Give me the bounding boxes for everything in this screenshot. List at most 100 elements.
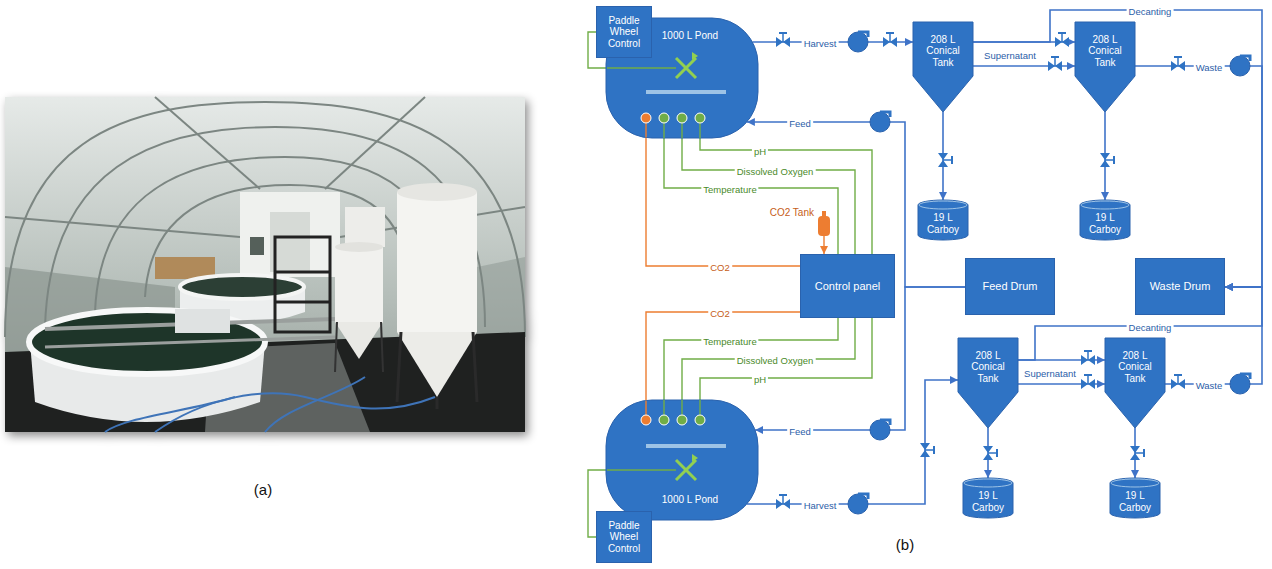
text-area: 208 L Conical Tank bbox=[960, 344, 1016, 390]
line-label-box: CO2 bbox=[708, 258, 732, 274]
paddle-wheel-symbol bbox=[676, 454, 698, 480]
signal-line bbox=[588, 470, 606, 537]
conical-tank-photo bbox=[345, 207, 385, 247]
paddle-signal bbox=[607, 67, 676, 68]
carboy-rim bbox=[919, 201, 967, 209]
conical-tank: 208 L Conical Tank bbox=[958, 338, 1018, 428]
panel-label: (a) bbox=[254, 481, 272, 498]
valves bbox=[776, 33, 1185, 509]
valve-symbol bbox=[1081, 375, 1095, 389]
line-label: Temperature bbox=[701, 184, 758, 196]
front-pond-tub bbox=[29, 309, 335, 422]
control-box-outline bbox=[596, 511, 652, 563]
box-outline bbox=[966, 259, 1055, 315]
line-label: Dissolved Oxygen bbox=[735, 166, 816, 178]
carboy-rim bbox=[1111, 479, 1159, 487]
valve-symbol bbox=[983, 446, 997, 460]
sensor-probe bbox=[641, 113, 651, 123]
paddle-wheel-symbol bbox=[676, 52, 698, 78]
panel-label-box: (a) bbox=[254, 481, 272, 499]
node-text: 19 L Carboy bbox=[919, 212, 967, 235]
hoses bbox=[105, 397, 235, 432]
node-text: 1000 L Pond bbox=[650, 494, 730, 506]
conical-tank-outline bbox=[1105, 338, 1165, 428]
cylinder-neck bbox=[822, 211, 826, 216]
carboy: 19 L Carboy bbox=[1080, 200, 1130, 240]
valve-symbol bbox=[920, 443, 934, 457]
text-area: 19 L Carboy bbox=[1111, 487, 1159, 516]
node-text: Paddle Wheel Control bbox=[598, 520, 650, 555]
carboy: 19 L Carboy bbox=[918, 200, 968, 240]
conical-tank-photo bbox=[397, 183, 477, 201]
text-area: 1000 L Pond bbox=[650, 492, 730, 508]
carboy: 19 L Carboy bbox=[963, 478, 1013, 518]
carboy: 19 L Carboy bbox=[1110, 478, 1160, 518]
pond: 1000 L Pond bbox=[606, 18, 758, 138]
pumps bbox=[848, 32, 1250, 514]
line-label: CO2 bbox=[708, 262, 732, 274]
pond: 1000 L Pond bbox=[606, 400, 758, 520]
panel-label: (b) bbox=[896, 536, 914, 553]
conical-tank-photo bbox=[397, 332, 401, 402]
node-text: 1000 L Pond bbox=[650, 30, 730, 42]
tank-outline bbox=[958, 338, 1018, 428]
node-text: 19 L Carboy bbox=[964, 490, 1012, 513]
pipe-line bbox=[1135, 66, 1262, 287]
box-outline bbox=[801, 255, 895, 318]
node-text: Paddle Wheel Control bbox=[598, 15, 650, 50]
carboy-outline bbox=[963, 478, 1013, 518]
node-text: Control panel bbox=[803, 280, 892, 293]
signal-line bbox=[700, 138, 872, 254]
pump-symbol bbox=[870, 420, 890, 440]
carboy-outline bbox=[1080, 200, 1130, 240]
node-text: Feed Drum bbox=[968, 280, 1052, 293]
paddle-wheel-symbol bbox=[692, 52, 698, 60]
conical-tank-photo bbox=[381, 322, 383, 372]
text-area: Feed Drum bbox=[968, 261, 1052, 312]
hoses bbox=[265, 377, 365, 432]
conical-tank-outline bbox=[1075, 22, 1135, 112]
control-box-outline bbox=[596, 6, 652, 58]
paddle-wheel-symbol bbox=[676, 460, 696, 480]
text-area: Waste Drum bbox=[1138, 261, 1222, 312]
valve-symbol bbox=[1130, 446, 1144, 460]
valve-symbol bbox=[883, 33, 897, 47]
carboy-outline bbox=[918, 200, 968, 240]
gas-cylinder: CO2 Tank bbox=[818, 214, 830, 236]
greenhouse-photo bbox=[5, 97, 525, 432]
line-label-box: Temperature bbox=[701, 332, 758, 348]
node-text: 208 L Conical Tank bbox=[1107, 350, 1163, 385]
line-label-box: Decanting bbox=[1127, 2, 1174, 18]
conical-tank-outline bbox=[958, 338, 1018, 428]
control-panel-outline bbox=[800, 254, 895, 318]
baffle-bar bbox=[646, 444, 726, 448]
gas-line bbox=[823, 236, 824, 254]
valve-symbol bbox=[1171, 375, 1185, 389]
steel-rack bbox=[275, 271, 330, 274]
line-label-box: Temperature bbox=[701, 180, 758, 196]
feed-drum-outline bbox=[965, 258, 1055, 315]
hoses bbox=[105, 377, 435, 432]
sensor-lead bbox=[645, 123, 646, 138]
conical-tank-photo bbox=[473, 332, 477, 402]
pipe-line bbox=[973, 10, 1262, 287]
line-label: Temperature bbox=[701, 336, 758, 348]
box-outline bbox=[597, 7, 652, 58]
text-area: Paddle Wheel Control bbox=[598, 8, 650, 56]
line-label-box: Waste bbox=[1194, 376, 1225, 392]
tank-outline bbox=[1075, 22, 1135, 112]
paddle-wheel-symbol bbox=[676, 58, 696, 78]
text-area: CO2 Tank bbox=[758, 206, 814, 220]
conical-tank: 208 L Conical Tank bbox=[1105, 338, 1165, 428]
greenhouse-film bbox=[5, 97, 525, 432]
sensor-lead bbox=[699, 123, 700, 138]
box-outline bbox=[597, 512, 652, 563]
line-label: Harvest bbox=[802, 500, 839, 512]
line-label: Feed bbox=[787, 426, 813, 438]
conical-tank-photo bbox=[397, 192, 477, 332]
conical-tank-photo bbox=[335, 322, 383, 359]
waste-drum-outline bbox=[1135, 258, 1225, 315]
back-pond-tub bbox=[180, 275, 304, 299]
